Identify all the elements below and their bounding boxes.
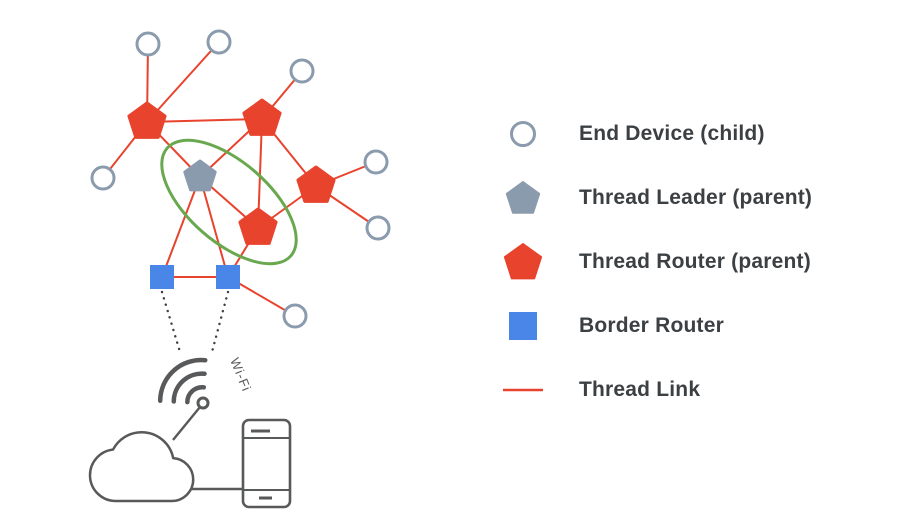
legend-label-border-router: Border Router (579, 314, 724, 337)
wifi-arc (185, 385, 207, 405)
legend-item-border-router: Border Router (497, 304, 812, 348)
end-device-node (365, 215, 391, 241)
thread-router-node (242, 98, 282, 136)
wifi-dotted-link (160, 290, 182, 354)
infra-link (172, 406, 201, 441)
wifi-label: Wi-Fi (227, 356, 254, 394)
end-device-node (363, 149, 389, 175)
thread-link (161, 176, 201, 278)
legend-item-thread-router: Thread Router (parent) (497, 240, 812, 284)
end-device-node (282, 303, 308, 329)
leader-highlight-ellipse (160, 138, 298, 266)
end-device-icon (497, 119, 549, 149)
legend-item-end-device: End Device (child) (497, 112, 812, 156)
thread-router-icon (497, 243, 549, 281)
thread-router-node (238, 207, 278, 245)
wifi-icon (157, 357, 210, 410)
thread-leader-node (183, 159, 217, 192)
legend-label-thread-router: Thread Router (parent) (579, 250, 811, 273)
legend-panel: End Device (child) Thread Leader (parent… (497, 112, 812, 432)
end-device-node (206, 29, 232, 55)
border-router-icon (497, 312, 549, 340)
thread-link (146, 118, 263, 123)
wifi-arc (157, 357, 208, 404)
smartphone-icon (241, 418, 292, 509)
border-router-node (150, 265, 174, 289)
thread-link-icon (497, 387, 549, 393)
legend-item-thread-link: Thread Link (497, 368, 812, 412)
phone-body (241, 418, 292, 509)
thread-link (199, 176, 229, 278)
legend-label-end-device: End Device (child) (579, 122, 765, 145)
border-router-node (216, 265, 240, 289)
end-device-node (90, 165, 116, 191)
legend-label-thread-leader: Thread Leader (parent) (579, 186, 813, 209)
legend-label-thread-link: Thread Link (579, 378, 701, 401)
wifi-dot (196, 396, 210, 410)
wifi-arc (171, 371, 207, 404)
thread-network-diagram: Wi-Fi (88, 29, 391, 509)
legend-item-thread-leader: Thread Leader (parent) (497, 176, 812, 220)
diagram-panel: Wi-Fi (88, 29, 391, 509)
cloud-icon (88, 430, 195, 503)
wifi-dotted-link (210, 290, 230, 354)
thread-link (146, 41, 220, 123)
thread-router-node (296, 165, 336, 203)
thread-router-node (127, 101, 167, 139)
end-device-node (289, 58, 315, 84)
thread-leader-icon (497, 181, 549, 215)
end-device-node (135, 31, 161, 57)
